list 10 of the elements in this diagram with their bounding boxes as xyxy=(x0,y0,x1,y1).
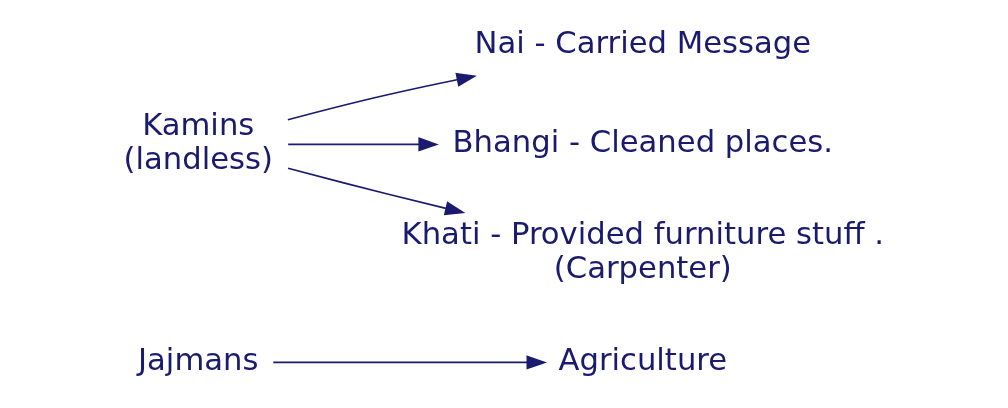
arrow xyxy=(287,72,477,121)
arrow xyxy=(287,167,466,216)
arrow xyxy=(272,355,547,370)
node-text: Kamins (landless) xyxy=(123,106,273,176)
node-text: Bhangi - Cleaned places. xyxy=(452,123,834,159)
node-text: Agriculture xyxy=(558,341,728,377)
arrow xyxy=(287,137,439,152)
node-text: Jajmans xyxy=(138,341,259,377)
node-text: Nai - Carried Message xyxy=(474,25,812,61)
node-text: Khati - Provided furniture stuff . (Carpenter) xyxy=(401,215,885,285)
